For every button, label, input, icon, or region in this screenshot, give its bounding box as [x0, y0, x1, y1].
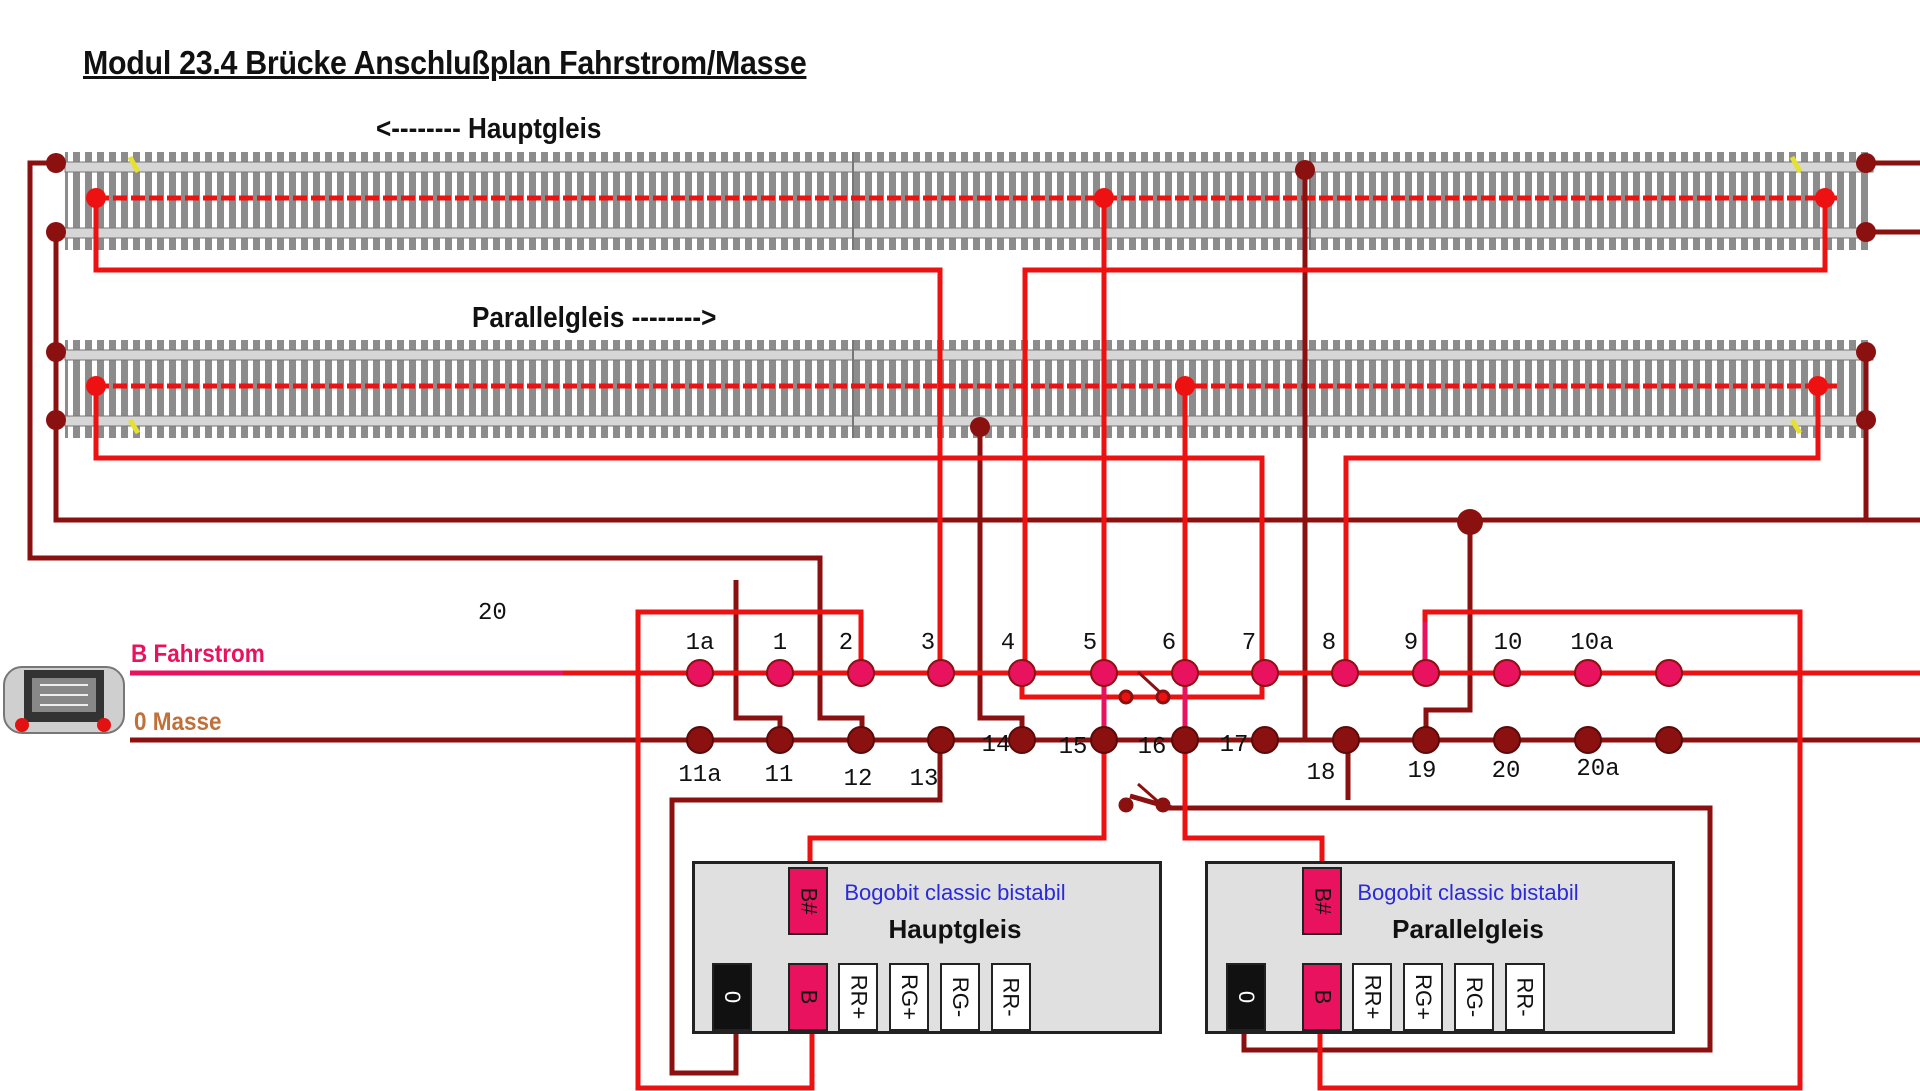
- terminal-label: 12: [843, 766, 873, 793]
- terminal-label: 20: [1491, 758, 1521, 785]
- terminal-bottom: [766, 726, 794, 754]
- terminal-top: [847, 659, 875, 687]
- pin-zero: 0: [1226, 963, 1266, 1031]
- terminal-label: 5: [1082, 630, 1098, 657]
- terminal-label: 7: [1241, 630, 1257, 657]
- pin-zero: 0: [712, 963, 752, 1031]
- module-hauptgleis: Bogobit classic bistabil Hauptgleis B# 0…: [692, 861, 1162, 1034]
- parallelgleis-label: Parallelgleis -------->: [472, 302, 717, 334]
- fahrstrom-label: B Fahrstrom: [131, 640, 265, 668]
- isolator-mark: [127, 418, 141, 435]
- terminal-bottom: [1574, 726, 1602, 754]
- terminal-top: [1251, 659, 1279, 687]
- pin-rg-plus: RG+: [1403, 963, 1443, 1031]
- terminal-bottom: [927, 726, 955, 754]
- pin-rg-plus: RG+: [889, 963, 929, 1031]
- terminal-label: 11: [764, 762, 794, 789]
- pin-b: B: [1302, 963, 1342, 1031]
- parallelgleis-track: [64, 340, 1874, 438]
- isolator-mark: [1789, 418, 1803, 435]
- pin-rr-minus: RR-: [991, 963, 1031, 1031]
- terminal-bottom: [1332, 726, 1360, 754]
- terminal-top: [1574, 659, 1602, 687]
- terminal-label: 10a: [1570, 630, 1614, 657]
- terminal-strip: [686, 659, 1683, 754]
- terminal-label: 2: [838, 630, 854, 657]
- module-brand: Bogobit classic bistabil: [1357, 880, 1579, 905]
- toggle-switch: [1118, 670, 1171, 813]
- controller-icon: [3, 666, 125, 734]
- terminal-label: 3: [920, 630, 936, 657]
- terminal-top: [1331, 659, 1359, 687]
- terminal-label: 1: [772, 630, 788, 657]
- terminal-label: 10: [1493, 630, 1523, 657]
- terminal-top: [1493, 659, 1521, 687]
- terminal-bottom: [1493, 726, 1521, 754]
- terminal-top: [1655, 659, 1683, 687]
- terminal-top: [766, 659, 794, 687]
- pin-b: B: [788, 963, 828, 1031]
- module-brand: Bogobit classic bistabil: [844, 880, 1066, 905]
- module-parallelgleis: Bogobit classic bistabil Parallelgleis B…: [1205, 861, 1675, 1034]
- terminal-label: 1a: [685, 630, 715, 657]
- terminal-label: 16: [1137, 734, 1167, 761]
- isolator-mark: [1789, 155, 1803, 174]
- hauptgleis-label: <-------- Hauptgleis: [376, 113, 602, 145]
- terminal-top: [1008, 659, 1036, 687]
- module-name: Hauptgleis: [888, 914, 1022, 944]
- terminal-bottom: [1171, 726, 1199, 754]
- terminal-top: [686, 659, 714, 687]
- masse-label: 0 Masse: [134, 708, 222, 736]
- terminal-label: 20a: [1576, 756, 1620, 783]
- terminal-label: 4: [1000, 630, 1016, 657]
- terminal-label: 11a: [678, 762, 722, 789]
- terminal-bottom: [1655, 726, 1683, 754]
- terminal-label: 13: [909, 766, 939, 793]
- stray-label: 20: [478, 600, 507, 627]
- terminal-label: 18: [1306, 760, 1336, 787]
- pin-rg-minus: RG-: [940, 963, 980, 1031]
- pin-rr-minus: RR-: [1505, 963, 1545, 1031]
- terminal-label: 17: [1219, 732, 1249, 759]
- terminal-bottom: [1008, 726, 1036, 754]
- terminal-bottom: [847, 726, 875, 754]
- terminal-label: 19: [1407, 758, 1437, 785]
- terminal-label: 6: [1161, 630, 1177, 657]
- module-name: Parallelgleis: [1392, 914, 1544, 944]
- fahrstrom-wiring: [93, 198, 1920, 1091]
- terminal-top: [1171, 659, 1199, 687]
- terminal-bottom: [1251, 726, 1279, 754]
- pin-b-sharp: B#: [1302, 867, 1342, 935]
- pin-rr-plus: RR+: [1352, 963, 1392, 1031]
- terminal-label: 15: [1058, 734, 1088, 761]
- terminal-top: [1412, 659, 1440, 687]
- junctions: [46, 153, 1876, 535]
- pin-rr-plus: RR+: [838, 963, 878, 1031]
- page-title: Modul 23.4 Brücke Anschlußplan Fahrstrom…: [83, 44, 807, 81]
- terminal-label: 14: [981, 732, 1011, 759]
- terminal-top: [1090, 659, 1118, 687]
- terminal-bottom: [1090, 726, 1118, 754]
- terminal-bottom: [686, 726, 714, 754]
- terminal-label: 8: [1321, 630, 1337, 657]
- isolator-mark: [127, 155, 141, 174]
- pin-b-sharp: B#: [788, 867, 828, 935]
- terminal-label: 9: [1403, 630, 1419, 657]
- hauptgleis-track: [64, 152, 1874, 250]
- terminal-bottom: [1412, 726, 1440, 754]
- pin-rg-minus: RG-: [1454, 963, 1494, 1031]
- terminal-top: [927, 659, 955, 687]
